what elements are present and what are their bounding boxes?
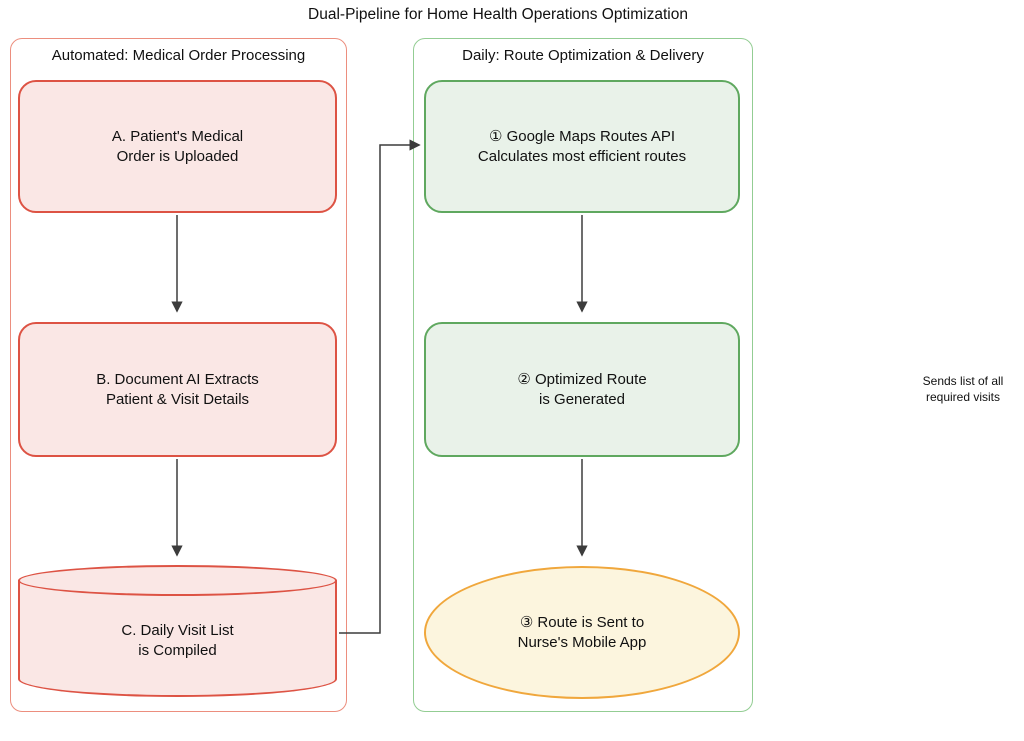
pipeline-right-label: Daily: Route Optimization & Delivery	[462, 47, 704, 64]
node-c-label: C. Daily Visit List is Compiled	[121, 622, 234, 659]
node-c-daily-visit-list-cylinder: C. Daily Visit List is Compiled	[18, 565, 337, 697]
node-a-patient-order-uploaded: A. Patient's Medical Order is Uploaded	[18, 80, 337, 213]
node-3-route-sent-to-nurse-app: ③ Route is Sent to Nurse's Mobile App	[424, 566, 740, 699]
cylinder-body	[18, 580, 337, 697]
node-2-optimized-route-generated: ② Optimized Route is Generated	[424, 322, 740, 457]
node-b-document-ai-extracts: B. Document AI Extracts Patient & Visit …	[18, 322, 337, 457]
cylinder-top-ellipse	[18, 565, 337, 596]
arrow-c-to-1	[339, 139, 421, 634]
diagram-title: Dual-Pipeline for Home Health Operations…	[308, 6, 688, 23]
pipeline-left-label: Automated: Medical Order Processing	[51, 47, 306, 64]
node-1-google-maps-routes-api: ① Google Maps Routes API Calculates most…	[424, 80, 740, 213]
edge-label-sends-visit-list: Sends list of all required visits	[922, 374, 1004, 404]
